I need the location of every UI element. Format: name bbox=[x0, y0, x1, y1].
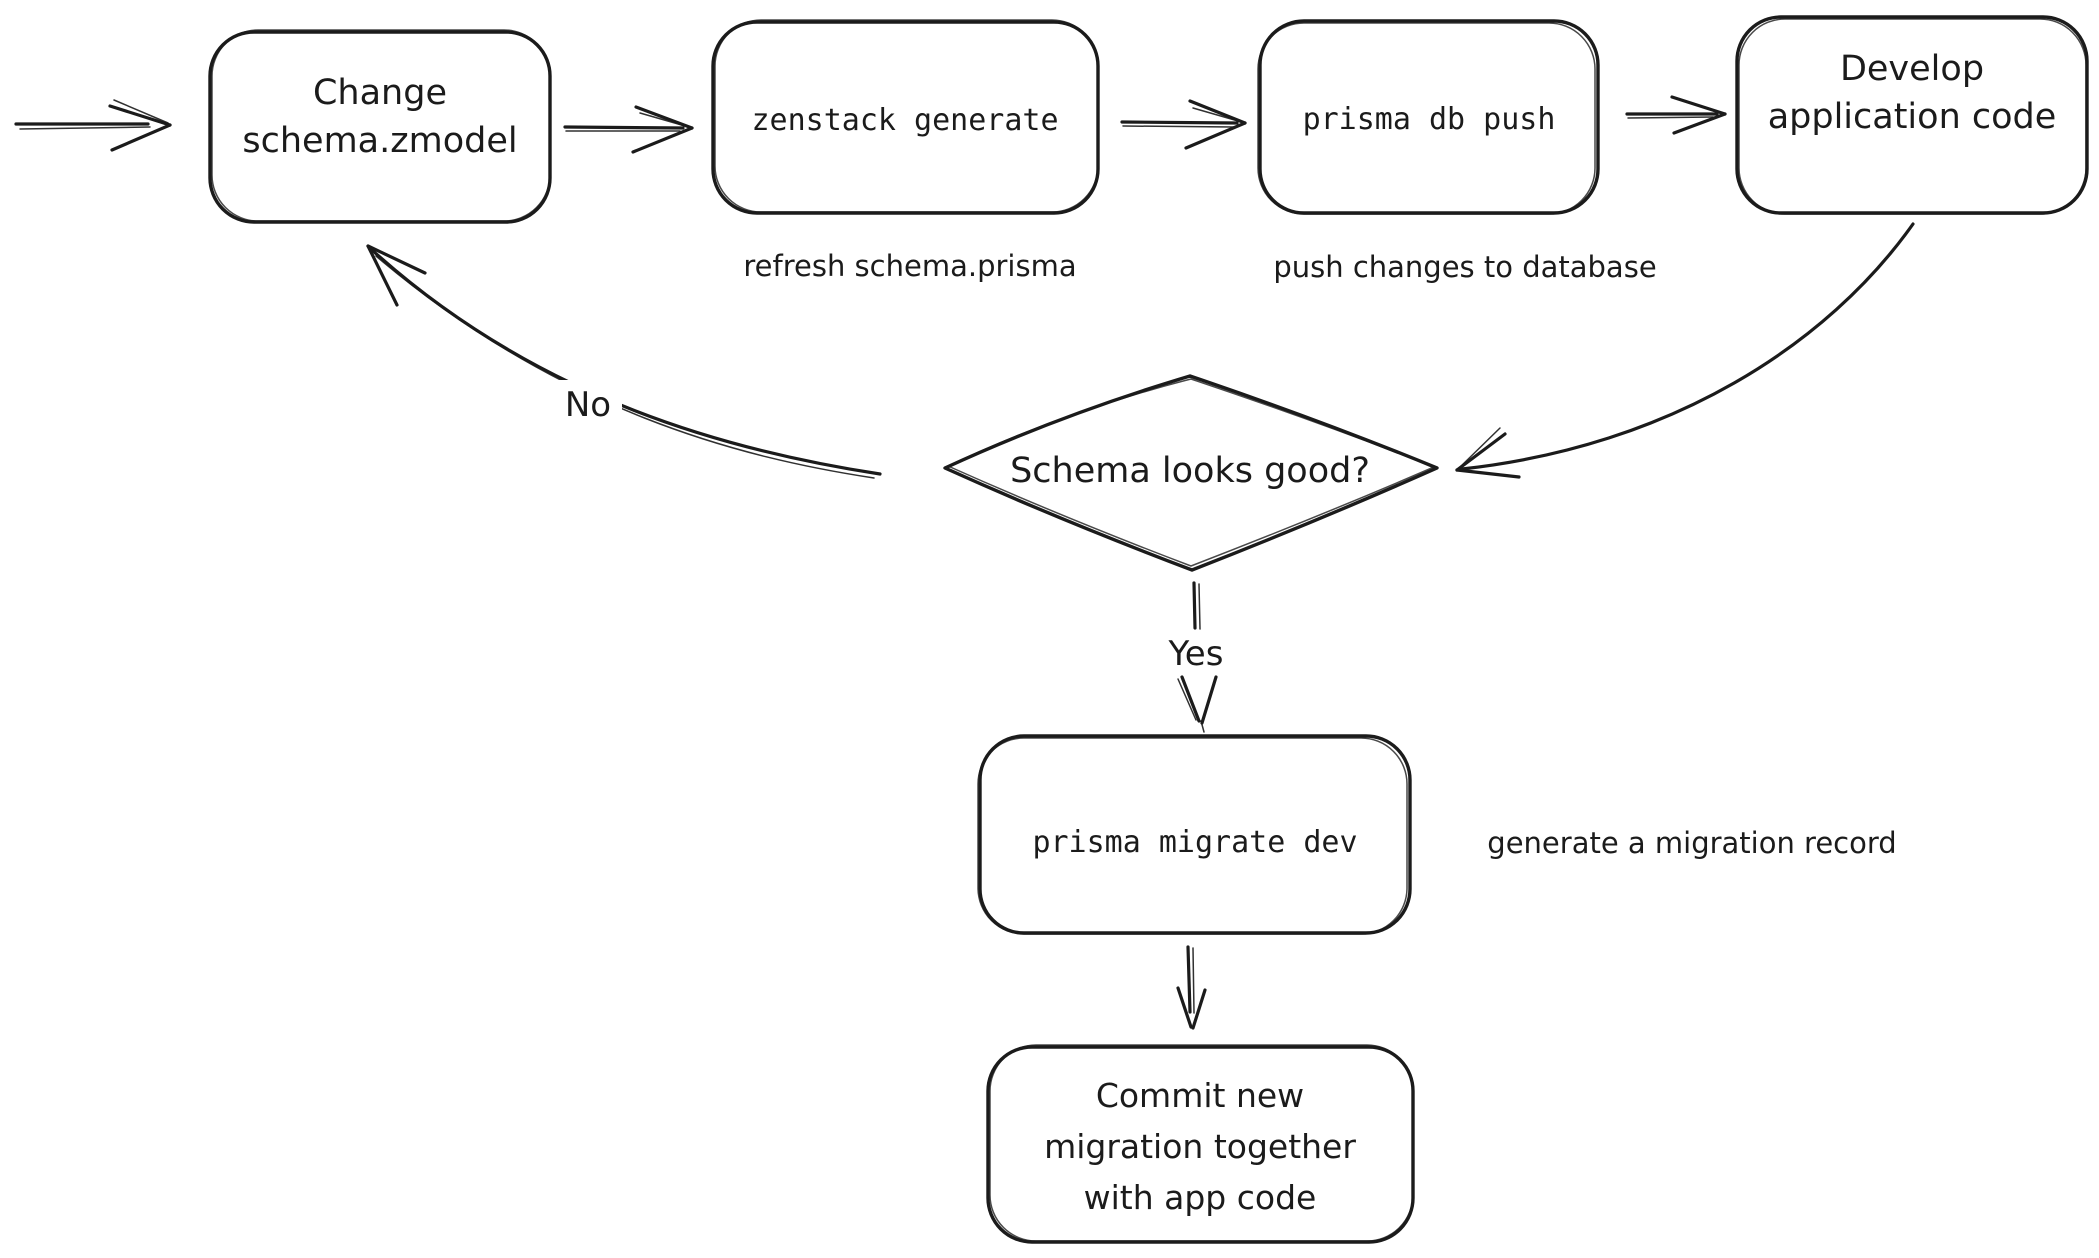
node-commit-migration-label-line1: Commit new bbox=[1096, 1076, 1304, 1115]
node-commit-migration-label-line2: migration together bbox=[1044, 1127, 1356, 1166]
node-decision-label: Schema looks good? bbox=[1010, 451, 1370, 491]
arrow-db-push-to-develop bbox=[1625, 95, 1727, 135]
arrow-migrate-to-commit bbox=[1176, 945, 1207, 1030]
arrow-zenstack-to-db-push bbox=[1120, 99, 1247, 150]
node-zenstack-generate: zenstack generate bbox=[711, 19, 1100, 215]
edge-label-no-backdrop bbox=[556, 380, 622, 426]
node-prisma-db-push-label: prisma db push bbox=[1303, 102, 1556, 137]
node-prisma-migrate-dev-label: prisma migrate dev bbox=[1032, 825, 1357, 860]
node-develop-app-code: Develop application code bbox=[1735, 15, 2089, 215]
caption-push-changes-to-database: push changes to database bbox=[1273, 250, 1656, 284]
node-develop-app-code-label-line1: Develop bbox=[1840, 49, 1984, 89]
node-zenstack-generate-label: zenstack generate bbox=[751, 103, 1058, 138]
node-change-schema-label-line2: schema.zmodel bbox=[242, 121, 517, 161]
arrow-decision-yes-to-migrate: Yes bbox=[1168, 581, 1224, 733]
arrow-change-to-zenstack bbox=[563, 105, 694, 154]
node-prisma-migrate-dev: prisma migrate dev bbox=[977, 734, 1412, 935]
node-commit-migration-label-line3: with app code bbox=[1084, 1178, 1317, 1217]
arrow-start-to-change-schema bbox=[14, 99, 172, 152]
node-change-schema: Change schema.zmodel bbox=[208, 29, 552, 224]
node-decision-schema-looks-good: Schema looks good? bbox=[943, 374, 1439, 572]
arrow-develop-to-decision bbox=[1455, 222, 1915, 479]
caption-generate-migration-record: generate a migration record bbox=[1487, 826, 1896, 860]
edge-label-no: No bbox=[565, 385, 611, 425]
node-prisma-db-push: prisma db push bbox=[1257, 19, 1600, 215]
caption-refresh-schema-prisma: refresh schema.prisma bbox=[743, 249, 1076, 283]
node-develop-app-code-label-line2: application code bbox=[1768, 97, 2057, 137]
node-change-schema-label-line1: Change bbox=[313, 73, 447, 113]
edge-label-yes: Yes bbox=[1168, 634, 1224, 674]
node-commit-migration: Commit new migration together with app c… bbox=[986, 1044, 1415, 1244]
arrow-decision-no-to-change-schema: No bbox=[366, 244, 882, 479]
